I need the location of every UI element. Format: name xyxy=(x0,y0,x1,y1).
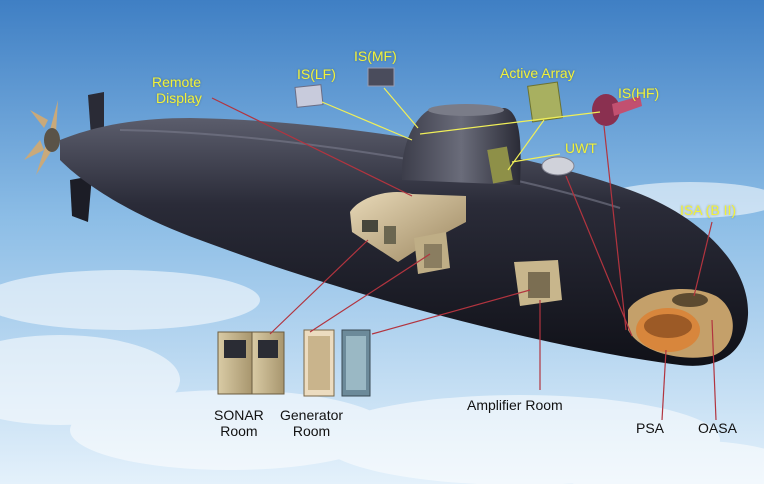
label-sonar-room: SONAR Room xyxy=(214,407,264,439)
label-is-hf: IS(HF) xyxy=(618,85,660,101)
label-amplifier-room: Amplifier Room xyxy=(467,397,563,413)
sonar-room-cutaway xyxy=(350,192,466,262)
uwt-component xyxy=(541,156,575,176)
label-uwt: UWT xyxy=(565,140,597,156)
label-generator-room: Generator Room xyxy=(280,407,343,439)
label-oasa: OASA xyxy=(698,420,737,436)
label-sonar-room-line2: Room xyxy=(220,423,258,439)
label-generator-room-line2: Room xyxy=(292,423,331,439)
label-psa: PSA xyxy=(636,420,665,436)
label-sonar-room-line1: SONAR xyxy=(214,407,264,423)
label-active-array: Active Array xyxy=(500,65,575,81)
label-remote-display: Remote Display xyxy=(152,74,202,106)
label-generator-room-line1: Generator xyxy=(280,407,344,423)
red-leaders xyxy=(211,97,717,421)
active-array-component xyxy=(527,81,563,123)
stern-propeller xyxy=(24,100,60,175)
generator-cabinet xyxy=(303,329,335,397)
label-is-lf: IS(LF) xyxy=(297,66,336,82)
is-mf-component xyxy=(367,67,395,87)
label-isa-b2: ISA (B II) xyxy=(680,202,737,218)
amplifier-cabinet xyxy=(341,329,371,397)
is-hf-component xyxy=(592,94,642,126)
label-remote-display-line2: Display xyxy=(156,90,202,106)
is-lf-component xyxy=(294,84,324,108)
label-is-mf: IS(MF) xyxy=(354,48,397,64)
yellow-leaders xyxy=(321,87,601,171)
sonar-consoles xyxy=(217,331,285,395)
label-remote-display-line1: Remote xyxy=(152,74,202,90)
